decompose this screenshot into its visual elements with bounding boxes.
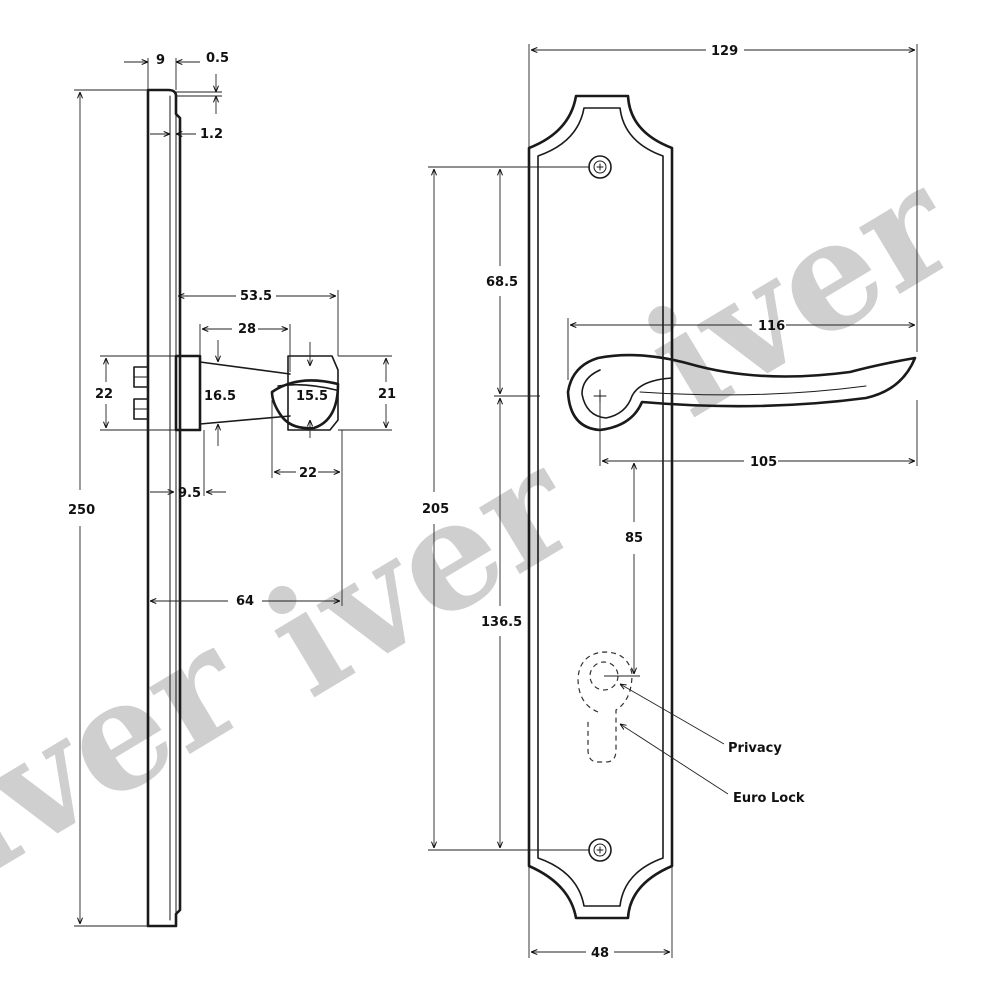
side-view: 9 0.5 1.2 250 22 [68,51,396,928]
dim-screw-to-spindle-label: 68.5 [486,275,518,290]
dim-lever-reach: 53.5 [175,289,339,356]
side-fixing-studs [133,366,149,420]
side-backplate [146,88,182,928]
euro-lock-cutout [577,651,633,763]
dim-grip-height-label: 21 [378,387,396,402]
dim-rose-height-label: 22 [95,387,113,402]
callout-privacy-label: Privacy [728,741,782,756]
dim-plate-thickness: 9 [124,53,200,90]
dim-lower-screw-to-spindle-label: 136.5 [481,615,522,630]
dim-total-projection: 64 [150,594,340,609]
dim-lever-length: 116 [567,318,915,380]
dim-outer-step-label: 0.5 [206,51,229,66]
dim-inner-step: 1.2 [150,127,223,142]
screw-top-icon [588,155,612,179]
dim-neck-dia-label: 16.5 [204,389,236,404]
screw-bottom-icon [588,838,612,862]
dim-screw-to-spindle: 68.5 [486,166,590,397]
dim-outer-step: 0.5 [176,51,229,114]
dim-lever-reach-label: 53.5 [240,289,272,304]
dim-neck-dia: 16.5 [204,340,236,446]
dim-screw-centres-label: 205 [422,502,449,517]
dim-lower-screw-to-spindle: 136.5 [481,398,522,848]
dim-grip-height: 21 [338,355,396,431]
dim-grip-dia-label: 15.5 [296,389,328,404]
callout-euro-lock-label: Euro Lock [733,791,805,806]
dim-spindle-to-tip: 105 [599,400,918,470]
dim-spindle-to-lock-label: 85 [625,531,643,546]
dim-spindle-to-lock: 85 [604,463,643,677]
callout-euro-lock: Euro Lock [620,724,805,806]
dim-rose-projection-label: 9.5 [178,486,201,501]
dim-inner-step-label: 1.2 [200,127,223,142]
side-lever [174,354,340,432]
dim-overall-height: 250 [68,89,148,927]
lever-handle [566,353,917,432]
dim-rose-height: 22 [95,355,176,431]
dim-plate-width-label: 48 [591,946,609,961]
dim-screw-centres: 205 [422,166,590,851]
dim-spindle-to-tip-label: 105 [750,455,777,470]
dim-neck-length-label: 28 [238,322,256,337]
dim-lever-length-label: 116 [758,319,785,334]
watermark-text-2: iver [238,415,603,731]
dim-plate-width: 48 [528,866,673,961]
dim-neck-length: 28 [199,322,291,372]
callout-privacy: Privacy [620,684,782,756]
dim-total-projection-label: 64 [236,594,254,609]
dim-grip-width: 22 [271,400,343,606]
dim-overall-width: 129 [528,44,918,352]
dim-plate-thickness-label: 9 [156,53,165,68]
dim-rose-projection: 9.5 [150,430,226,501]
dim-grip-width-label: 22 [299,466,317,481]
watermark-text-1: iver [0,595,273,911]
dim-overall-width-label: 129 [711,44,738,59]
dim-grip-dia: 15.5 [296,342,328,438]
dim-overall-height-label: 250 [68,503,95,518]
front-view: Privacy Euro Lock 129 68.5 116 [422,44,918,961]
